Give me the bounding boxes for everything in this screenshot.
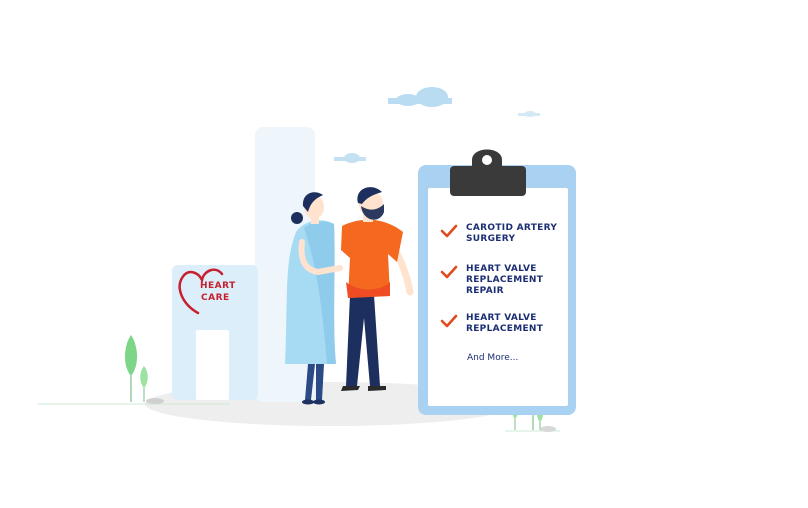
- sign-line-care: CARE: [201, 293, 230, 303]
- sign-line-heart: HEART: [200, 281, 236, 291]
- plant-icon: [124, 335, 138, 376]
- clipboard-paper: [428, 188, 568, 406]
- checklist-item-label: HEART VALVE REPLACEMENT REPAIR: [466, 264, 544, 296]
- rock-icon: [146, 398, 164, 404]
- clipboard-clip-icon: [450, 149, 526, 196]
- checklist-item-label: CAROTID ARTERY SURGERY: [466, 223, 558, 244]
- checklist-item: HEART VALVE REPLACEMENT REPAIR: [440, 264, 570, 297]
- plant-small-icon: [140, 366, 148, 388]
- checklist-item: CAROTID ARTERY SURGERY: [440, 223, 570, 245]
- rock-right-icon: [540, 426, 556, 432]
- man-figure: [341, 187, 414, 391]
- heart-icon: [178, 268, 224, 315]
- sign-door: [196, 330, 229, 400]
- cloud-tiny-icon: [518, 111, 540, 117]
- checklist-item: HEART VALVE REPLACEMENT: [440, 313, 570, 335]
- cloud-small-icon: [334, 153, 366, 163]
- woman-figure: [285, 192, 343, 405]
- and-more-text: And More...: [467, 353, 519, 363]
- cloud-icon: [388, 87, 452, 107]
- checkmark-icon: [440, 224, 458, 238]
- checkmark-icon: [440, 265, 458, 279]
- checkmark-icon: [440, 314, 458, 328]
- checklist-item-label: HEART VALVE REPLACEMENT: [466, 313, 544, 334]
